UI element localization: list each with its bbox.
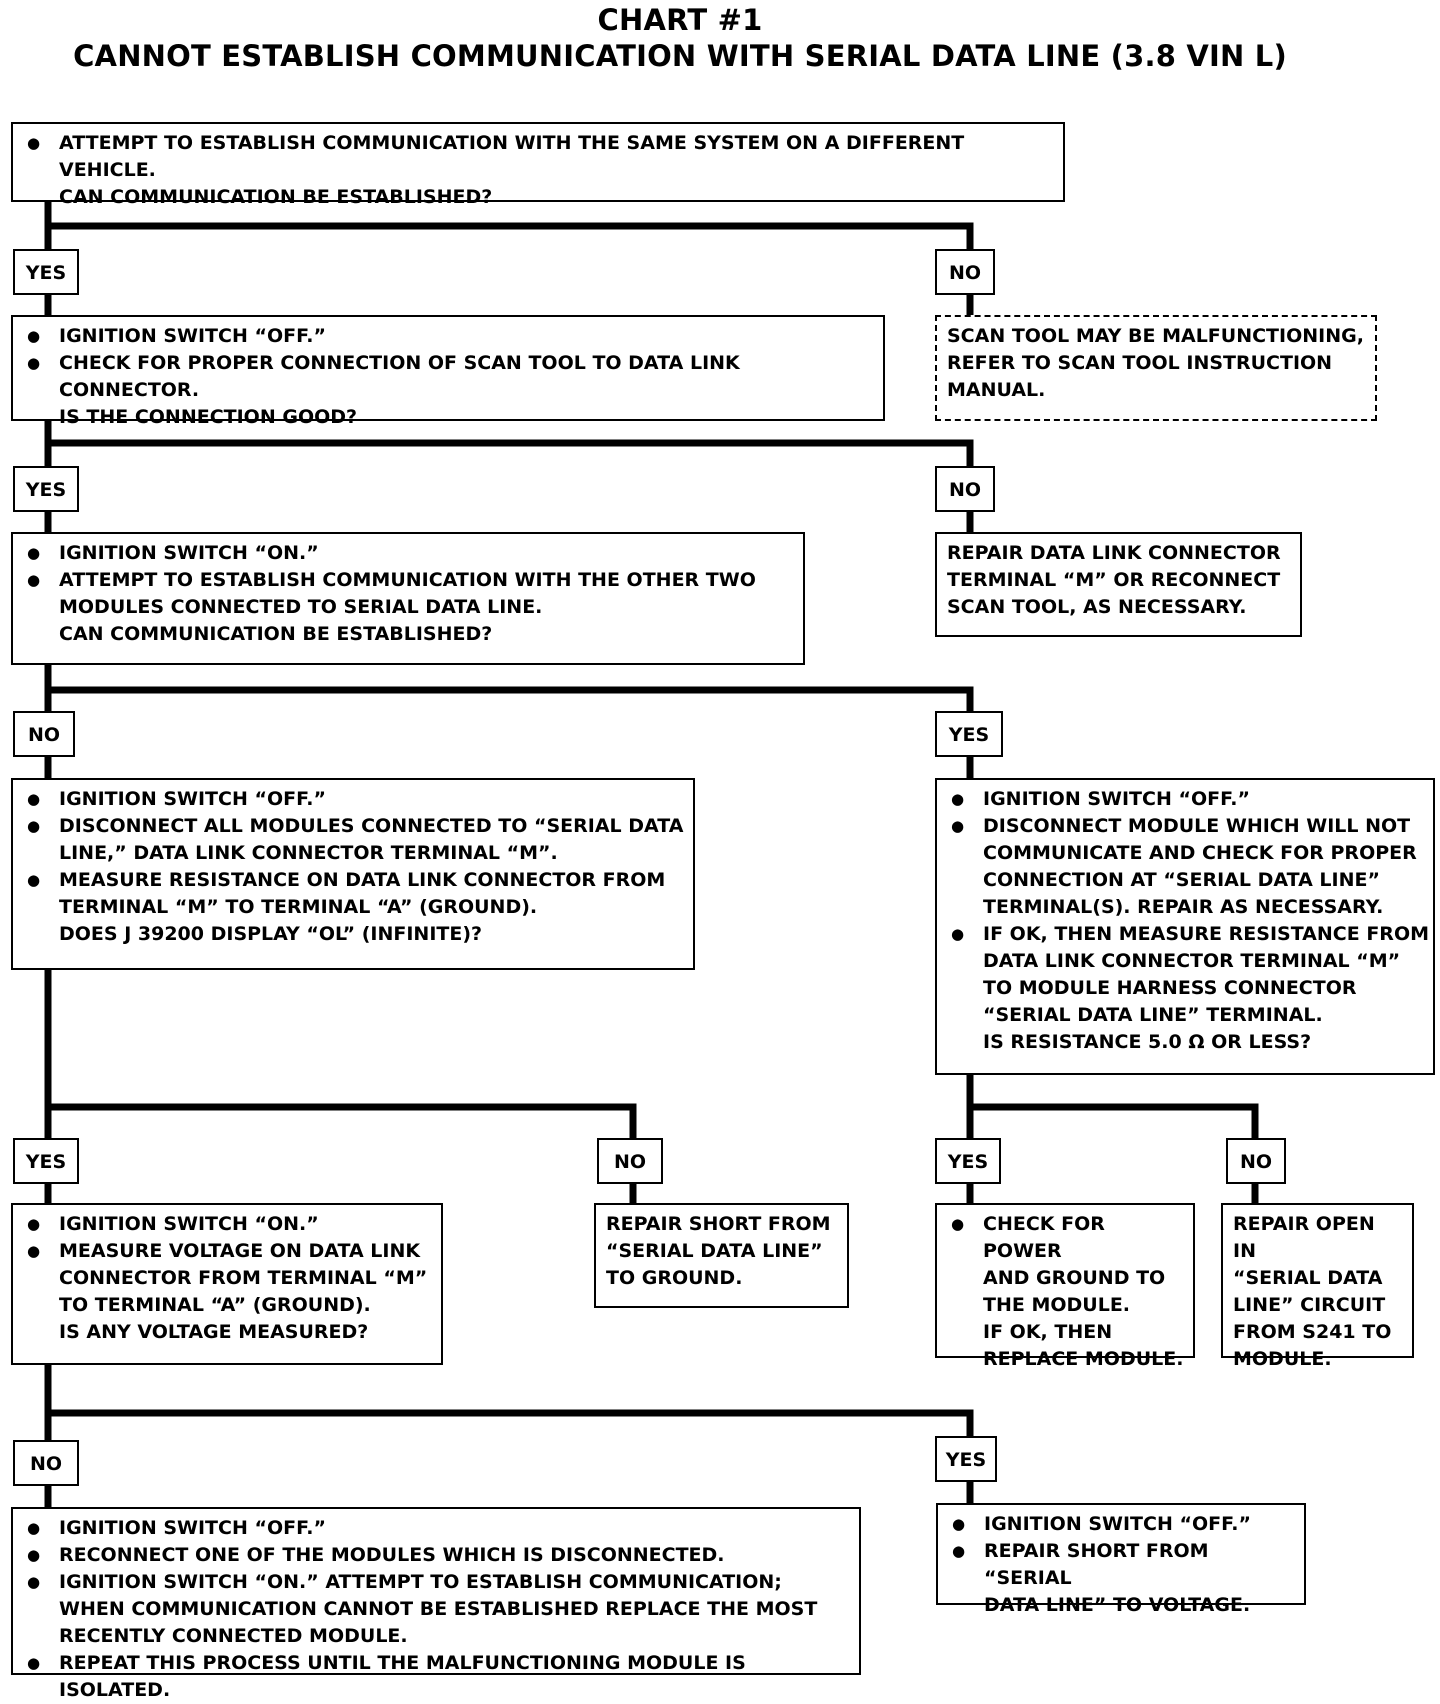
- chart-title: CHART #1: [597, 3, 763, 37]
- step-line: REFER TO SCAN TOOL INSTRUCTION: [947, 352, 1333, 374]
- step-line: RECENTLY CONNECTED MODULE.: [59, 1625, 408, 1647]
- step-line: ATTEMPT TO ESTABLISH COMMUNICATION WITH …: [27, 567, 795, 594]
- step-line: IGNITION SWITCH “ON.” ATTEMPT TO ESTABLI…: [27, 1569, 851, 1596]
- label-no: NO: [1226, 1138, 1286, 1184]
- step-repair-short-voltage: IGNITION SWITCH “OFF.” REPAIR SHORT FROM…: [936, 1503, 1306, 1616]
- step-line: IGNITION SWITCH “OFF.”: [951, 786, 1429, 813]
- chart-subtitle: CANNOT ESTABLISH COMMUNICATION WITH SERI…: [73, 39, 1287, 73]
- step-line: CHECK FOR PROPER CONNECTION OF SCAN TOOL…: [27, 350, 875, 404]
- step-line: DOES J 39200 DISPLAY “OL” (INFINITE)?: [59, 923, 483, 945]
- label-yes: YES: [935, 711, 1003, 757]
- step-line: TO GROUND.: [606, 1267, 743, 1289]
- step-line: DATA LINK CONNECTOR TERMINAL “M”: [983, 950, 1401, 972]
- step-line: TO MODULE HARNESS CONNECTOR: [983, 977, 1357, 999]
- label-no: NO: [935, 466, 995, 512]
- step-line: REPAIR SHORT FROM “SERIAL: [952, 1538, 1296, 1592]
- step-line: COMMUNICATE AND CHECK FOR PROPER: [983, 842, 1417, 864]
- step-other-modules: IGNITION SWITCH “ON.” ATTEMPT TO ESTABLI…: [11, 532, 805, 665]
- step-line: DATA LINE” TO VOLTAGE.: [984, 1594, 1251, 1616]
- step-line: FROM S241 TO: [1233, 1321, 1392, 1343]
- step-disconnect-module: IGNITION SWITCH “OFF.” DISCONNECT MODULE…: [935, 778, 1435, 1075]
- step-line: REPAIR OPEN IN: [1233, 1213, 1375, 1262]
- step-line: REPEAT THIS PROCESS UNTIL THE MALFUNCTIO…: [27, 1650, 851, 1704]
- step-line: RECONNECT ONE OF THE MODULES WHICH IS DI…: [27, 1542, 851, 1569]
- step-line: IGNITION SWITCH “OFF.”: [27, 323, 875, 350]
- label-no: NO: [13, 1440, 79, 1486]
- step-line: CHECK FOR POWER: [951, 1211, 1185, 1265]
- step-measure-voltage: IGNITION SWITCH “ON.” MEASURE VOLTAGE ON…: [11, 1203, 443, 1365]
- step-line: THE MODULE.: [983, 1294, 1131, 1316]
- label-no: NO: [13, 711, 75, 757]
- step-repair-short-ground: REPAIR SHORT FROM “SERIAL DATA LINE” TO …: [594, 1203, 849, 1308]
- step-line: IS THE CONNECTION GOOD?: [59, 406, 358, 428]
- step-reconnect: IGNITION SWITCH “OFF.” RECONNECT ONE OF …: [11, 1507, 861, 1701]
- step-line: IGNITION SWITCH “OFF.”: [27, 786, 685, 813]
- step-line: WHEN COMMUNICATION CANNOT BE ESTABLISHED…: [59, 1598, 818, 1620]
- step-line: MODULES CONNECTED TO SERIAL DATA LINE.: [59, 596, 543, 618]
- step-line: CONNECTION AT “SERIAL DATA LINE”: [983, 869, 1380, 891]
- label-yes: YES: [13, 466, 79, 512]
- step-line: IGNITION SWITCH “ON.”: [27, 540, 795, 567]
- step-line: DISCONNECT MODULE WHICH WILL NOT: [951, 813, 1429, 840]
- label-no: NO: [935, 249, 995, 295]
- step-line: CAN COMMUNICATION BE ESTABLISHED?: [59, 186, 493, 208]
- step-line: IS ANY VOLTAGE MEASURED?: [59, 1321, 369, 1343]
- step-check-power: CHECK FOR POWER AND GROUND TO THE MODULE…: [935, 1203, 1195, 1370]
- step-check-connection: IGNITION SWITCH “OFF.” CHECK FOR PROPER …: [11, 315, 885, 428]
- step-line: CONNECTOR FROM TERMINAL “M”: [59, 1267, 428, 1289]
- step-line: CAN COMMUNICATION BE ESTABLISHED?: [59, 623, 493, 645]
- step-line: TERMINAL(S). REPAIR AS NECESSARY.: [983, 896, 1384, 918]
- step-line: TO TERMINAL “A” (GROUND).: [59, 1294, 371, 1316]
- step-repair-dlc: REPAIR DATA LINK CONNECTOR TERMINAL “M” …: [935, 532, 1302, 637]
- step-line: MANUAL.: [947, 379, 1046, 401]
- step-line: REPAIR SHORT FROM: [606, 1213, 831, 1235]
- step-line: IS RESISTANCE 5.0 Ω OR LESS?: [983, 1031, 1312, 1053]
- step-line: LINE” CIRCUIT: [1233, 1294, 1386, 1316]
- step-start: ATTEMPT TO ESTABLISH COMMUNICATION WITH …: [11, 122, 1065, 208]
- step-line: “SERIAL DATA: [1233, 1267, 1383, 1289]
- step-scan-tool: SCAN TOOL MAY BE MALFUNCTIONING, REFER T…: [935, 315, 1377, 421]
- step-line: MODULE.: [1233, 1348, 1332, 1370]
- step-line: TERMINAL “M” OR RECONNECT: [947, 569, 1281, 591]
- step-line: “SERIAL DATA LINE” TERMINAL.: [983, 1004, 1323, 1026]
- step-line: DISCONNECT ALL MODULES CONNECTED TO “SER…: [27, 813, 685, 840]
- step-line: “SERIAL DATA LINE”: [606, 1240, 823, 1262]
- step-line: IGNITION SWITCH “OFF.”: [27, 1515, 851, 1542]
- step-line: REPLACE MODULE.: [983, 1348, 1184, 1370]
- step-line: IGNITION SWITCH “ON.”: [27, 1211, 433, 1238]
- step-repair-open: REPAIR OPEN IN “SERIAL DATA LINE” CIRCUI…: [1221, 1203, 1414, 1370]
- label-yes: YES: [13, 1138, 79, 1184]
- step-line: LINE,” DATA LINK CONNECTOR TERMINAL “M”.: [59, 842, 558, 864]
- step-line: MEASURE VOLTAGE ON DATA LINK: [27, 1238, 433, 1265]
- label-yes: YES: [13, 249, 79, 295]
- label-yes: YES: [935, 1436, 997, 1482]
- step-line: REPAIR DATA LINK CONNECTOR: [947, 542, 1281, 564]
- label-no: NO: [597, 1138, 663, 1184]
- step-line: IF OK, THEN MEASURE RESISTANCE FROM: [951, 921, 1429, 948]
- step-line: ATTEMPT TO ESTABLISH COMMUNICATION WITH …: [27, 130, 1055, 184]
- label-yes: YES: [935, 1138, 1001, 1184]
- step-line: SCAN TOOL MAY BE MALFUNCTIONING,: [947, 325, 1364, 347]
- step-line: IGNITION SWITCH “OFF.”: [952, 1511, 1296, 1538]
- step-line: MEASURE RESISTANCE ON DATA LINK CONNECTO…: [27, 867, 685, 894]
- step-line: IF OK, THEN: [983, 1321, 1113, 1343]
- step-line: TERMINAL “M” TO TERMINAL “A” (GROUND).: [59, 896, 538, 918]
- step-line: SCAN TOOL, AS NECESSARY.: [947, 596, 1247, 618]
- step-measure-resistance: IGNITION SWITCH “OFF.” DISCONNECT ALL MO…: [11, 778, 695, 970]
- step-line: AND GROUND TO: [983, 1267, 1166, 1289]
